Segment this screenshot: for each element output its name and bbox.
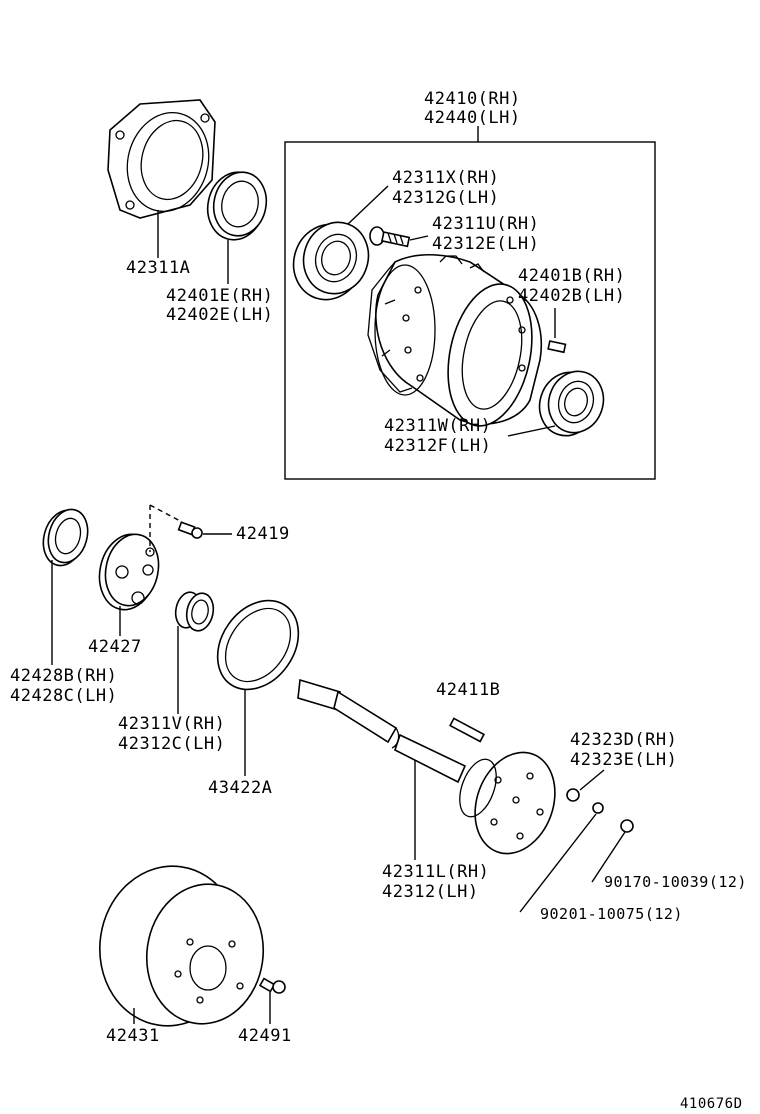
label-42419: 42419 [236,524,290,544]
assembly-frame [284,141,656,480]
label-42427: 42427 [88,637,142,657]
dashed-guide-2 [149,504,183,523]
label-42311u: 42311U(RH) [432,214,540,234]
diagram-reference-code: 410676D [680,1096,743,1112]
screw-42491 [258,977,286,994]
label-42312f: 42312F(LH) [384,436,492,456]
axle-shaft-42311l [297,678,556,855]
leader-42311w [507,425,556,437]
bearing-42311v [174,591,215,632]
carrier-42311a [107,99,216,219]
label-42410: 42410(RH) [424,89,521,109]
label-42311x: 42311X(RH) [392,168,500,188]
hub-pin-42401b [547,340,567,354]
label-42312c: 42312C(LH) [118,734,226,754]
label-42491: 42491 [238,1026,292,1046]
label-42323d: 42323D(RH) [570,730,678,750]
hub-bolt-42311u [369,226,411,248]
label-90170: 90170-10039(12) [604,873,747,891]
label-42312g: 42312G(LH) [392,188,500,208]
brake-drum-42431 [98,865,265,1027]
leader-42323d [579,769,605,791]
label-42311l: 42311L(RH) [382,862,490,882]
axle-hub-body [367,253,543,427]
label-42312: 42312(LH) [382,882,479,902]
gasket-43422a [216,599,300,691]
label-42311a: 42311A [126,258,191,278]
nut-90201 [592,802,604,814]
label-42440: 42440(LH) [424,108,521,128]
leader-90170 [591,831,626,883]
label-42402e: 42402E(LH) [166,305,274,325]
hub-assembly-group [284,126,656,480]
flange-42427 [98,533,160,611]
label-90201: 90201-10075(12) [540,905,683,923]
outer-bearing-42311w [538,370,605,437]
label-42431: 42431 [106,1026,160,1046]
label-43422a: 43422A [208,778,273,798]
label-42401e: 42401E(RH) [166,286,274,306]
label-42428b: 42428B(RH) [10,666,118,686]
label-42401b: 42401B(RH) [518,266,626,286]
label-42411b: 42411B [436,680,501,700]
leader-42311u [409,235,429,241]
label-42323e: 42323E(LH) [570,750,678,770]
plate-42428b [42,508,89,567]
label-42311v: 42311V(RH) [118,714,226,734]
label-42312e: 42312E(LH) [432,234,540,254]
leader-42311x [347,185,389,225]
label-42428c: 42428C(LH) [10,686,118,706]
stud-42411b [449,717,485,743]
leader-90201 [519,813,597,913]
nut-90170 [620,819,634,833]
bolt-42419 [177,521,203,539]
label-42311w: 42311W(RH) [384,416,492,436]
washer-42323d [566,788,580,802]
inner-bearing-42311x [292,221,370,301]
oil-seal-42401e [206,171,268,241]
label-42402b: 42402B(LH) [518,286,626,306]
